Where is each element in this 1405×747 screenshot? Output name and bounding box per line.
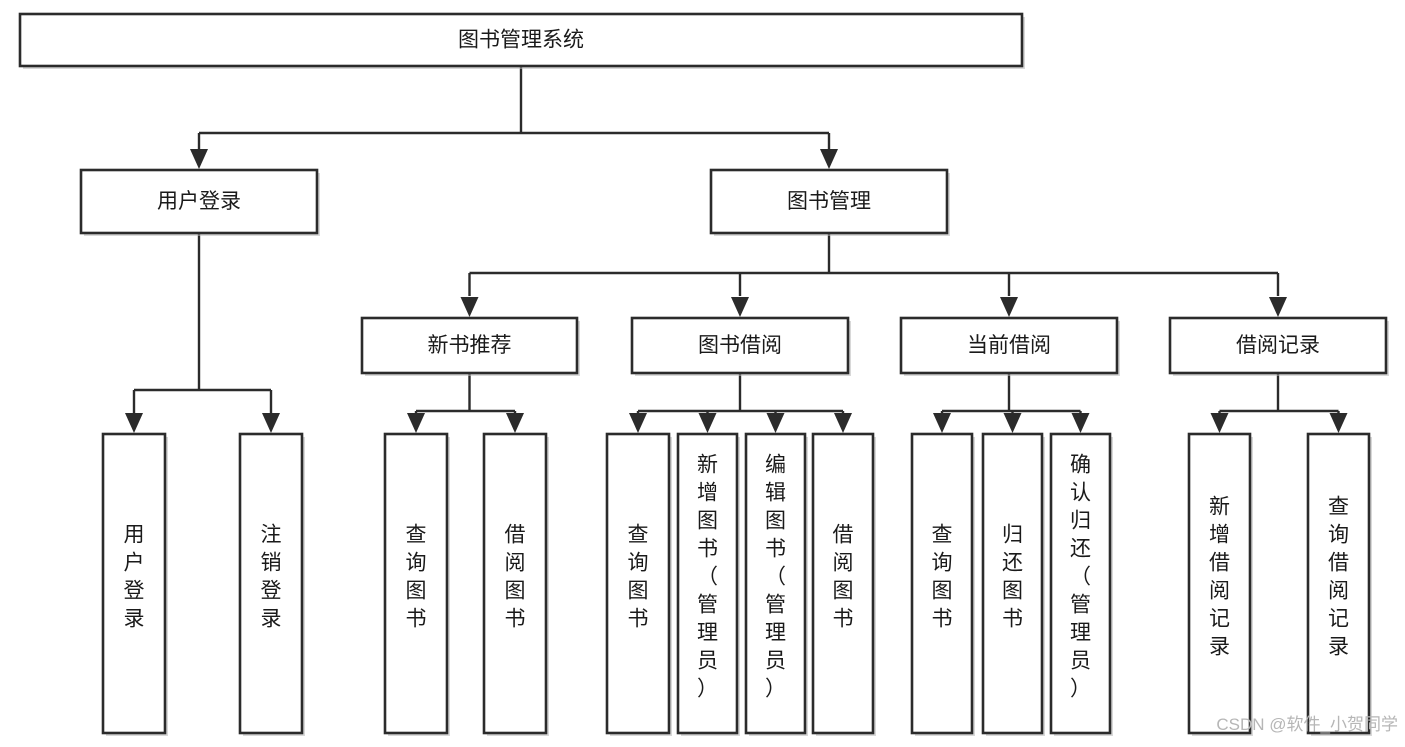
arrow-head-icon	[125, 413, 143, 433]
node-label: 用户登录	[157, 190, 241, 213]
node-new-book-recommend[interactable]: 新书推荐	[360, 316, 580, 376]
node-rect	[482, 432, 548, 735]
node-label: 图书借阅	[698, 334, 782, 357]
node-label: 新增图书（管理员）	[697, 454, 718, 701]
node-leaf-borrow-book-1[interactable]: 借阅图书	[482, 432, 549, 736]
node-rect	[1306, 432, 1371, 735]
node-rect	[383, 432, 449, 735]
csdn-watermark: CSDN @软件_小贺同学	[1216, 715, 1398, 734]
node-rect	[910, 432, 974, 735]
node-rect	[101, 432, 167, 735]
node-rect	[238, 432, 304, 735]
arrow-head-icon	[262, 413, 280, 433]
node-book-borrow[interactable]: 图书借阅	[630, 316, 851, 376]
arrow-head-icon	[933, 413, 951, 433]
node-leaf-query-book-3[interactable]: 查询图书	[910, 432, 975, 736]
arrow-head-icon	[698, 413, 717, 433]
arrow-head-icon	[1071, 413, 1090, 433]
node-rect	[79, 168, 319, 235]
arrow-head-icon	[1210, 413, 1229, 433]
node-rect	[605, 432, 671, 735]
node-rect	[360, 316, 579, 375]
node-label: 图书管理	[787, 190, 871, 213]
node-rect	[1049, 432, 1112, 735]
node-label: 确认归还（管理员）	[1070, 454, 1091, 701]
node-root[interactable]: 图书管理系统	[18, 12, 1025, 69]
node-current-borrow[interactable]: 当前借阅	[899, 316, 1120, 376]
node-rect	[981, 432, 1044, 735]
node-label: 借阅图书	[505, 524, 526, 631]
arrow-head-icon	[629, 413, 647, 433]
node-label: 新增借阅记录	[1209, 496, 1230, 659]
node-label: 查询图书	[406, 524, 427, 631]
node-rect	[1168, 316, 1388, 375]
node-label: 借阅图书	[833, 524, 854, 631]
node-label: 编辑图书（管理员）	[765, 454, 786, 701]
node-label: 图书管理系统	[458, 29, 584, 52]
node-leaf-confirm-return[interactable]: 确认归还（管理员）	[1049, 432, 1113, 736]
node-label: 借阅记录	[1236, 334, 1320, 357]
node-leaf-user-logout[interactable]: 注销登录	[238, 432, 305, 736]
arrow-head-icon	[1329, 413, 1348, 433]
node-label: 查询图书	[628, 524, 649, 631]
node-leaf-borrow-book-2[interactable]: 借阅图书	[811, 432, 876, 736]
node-leaf-query-book-2[interactable]: 查询图书	[605, 432, 672, 736]
node-layer: 图书管理系统用户登录图书管理新书推荐图书借阅当前借阅借阅记录用户登录注销登录查询…	[18, 12, 1389, 736]
node-leaf-query-book-1[interactable]: 查询图书	[383, 432, 450, 736]
arrow-head-icon	[190, 149, 208, 169]
arrow-head-icon	[766, 413, 785, 433]
arrow-head-icon	[1000, 297, 1018, 317]
node-leaf-add-book[interactable]: 新增图书（管理员）	[676, 432, 740, 736]
node-borrow-record[interactable]: 借阅记录	[1168, 316, 1389, 376]
node-label: 查询图书	[932, 524, 953, 631]
arrow-head-icon	[731, 297, 749, 317]
node-user-login[interactable]: 用户登录	[79, 168, 320, 236]
node-label: 归还图书	[1002, 524, 1023, 631]
node-label: 注销登录	[261, 524, 282, 631]
node-label: 查询借阅记录	[1328, 496, 1349, 659]
node-rect	[899, 316, 1119, 375]
arrow-head-icon	[834, 413, 852, 433]
node-label: 当前借阅	[967, 334, 1051, 357]
node-leaf-query-record[interactable]: 查询借阅记录	[1306, 432, 1372, 736]
arrow-head-icon	[506, 413, 524, 433]
node-rect	[1187, 432, 1252, 735]
arrow-head-icon	[1003, 413, 1022, 433]
node-rect	[676, 432, 739, 735]
node-leaf-return-book[interactable]: 归还图书	[981, 432, 1045, 736]
arrow-head-icon	[460, 297, 479, 317]
node-leaf-user-login[interactable]: 用户登录	[101, 432, 168, 736]
node-label: 用户登录	[124, 524, 145, 631]
node-rect	[630, 316, 850, 375]
connector-layer	[125, 66, 1348, 433]
node-rect	[18, 12, 1024, 68]
node-rect	[744, 432, 807, 735]
node-label: 新书推荐	[428, 334, 512, 357]
node-leaf-edit-book[interactable]: 编辑图书（管理员）	[744, 432, 808, 736]
arrow-head-icon	[1269, 297, 1287, 317]
node-leaf-add-record[interactable]: 新增借阅记录	[1187, 432, 1253, 736]
arrow-head-icon	[407, 413, 425, 433]
arrow-head-icon	[820, 149, 838, 169]
node-rect	[709, 168, 949, 235]
node-rect	[811, 432, 875, 735]
node-book-manage[interactable]: 图书管理	[709, 168, 950, 236]
